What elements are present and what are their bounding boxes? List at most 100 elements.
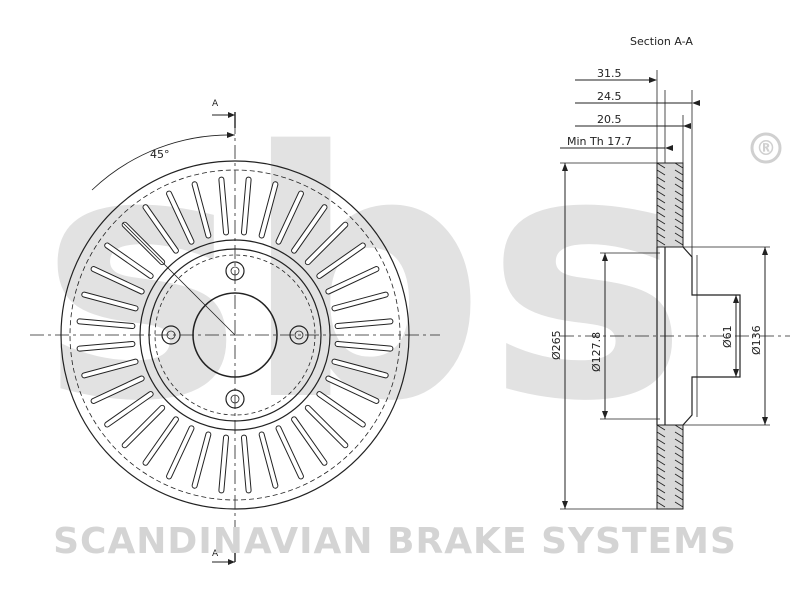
dim-label-min-thickness: Min Th 17.7 xyxy=(567,135,632,148)
section-arrowhead-top xyxy=(228,112,235,118)
hatch-line xyxy=(656,452,684,459)
hatch-line xyxy=(656,204,684,211)
arrowhead-hat-bottom xyxy=(602,411,608,419)
hatch-line xyxy=(656,424,684,431)
vent-slot xyxy=(241,435,251,493)
hatch-line xyxy=(656,487,684,494)
vent-slot xyxy=(91,376,144,403)
vent-slot xyxy=(335,319,393,329)
vent-slot xyxy=(305,222,348,265)
registered-icon xyxy=(750,132,782,164)
arrowhead-bore-top xyxy=(733,295,739,303)
hatch-line xyxy=(656,459,684,466)
section-marker-bottom-label: A xyxy=(212,549,219,559)
angle-ray xyxy=(122,222,236,336)
angle-arc xyxy=(91,134,236,191)
vent-slot xyxy=(167,191,194,244)
vent-slot xyxy=(276,191,303,244)
vent-slot xyxy=(167,426,194,479)
vent-slot xyxy=(317,243,365,278)
front-view xyxy=(30,112,440,565)
hatch-line xyxy=(656,438,684,445)
vent-slot xyxy=(326,376,379,403)
vent-slot xyxy=(105,243,153,278)
vent-slot xyxy=(82,359,138,378)
arrowhead-inner-bottom xyxy=(762,417,768,425)
dim-label-bore-diameter: Ø61 xyxy=(721,325,734,348)
section-arrowhead-bottom xyxy=(228,559,235,565)
vent-slot xyxy=(292,205,327,253)
vent-slot xyxy=(122,405,165,448)
vent-slot xyxy=(219,435,229,493)
dim-label-thickness-disc: 20.5 xyxy=(597,113,622,126)
hatch-line xyxy=(656,473,684,480)
hatch-line xyxy=(656,501,684,508)
arrowhead-31-5 xyxy=(649,77,657,83)
disc-rib-lower xyxy=(656,424,684,510)
vent-slot xyxy=(292,417,327,465)
arrowhead-hat-top xyxy=(602,253,608,261)
vent-slot xyxy=(77,341,135,351)
vent-slot xyxy=(105,392,153,427)
vent-slot xyxy=(259,432,278,488)
angle-label: 45° xyxy=(150,148,170,161)
vent-slot xyxy=(332,292,388,311)
vent-slot xyxy=(276,426,303,479)
dim-label-thickness-hat: 24.5 xyxy=(597,90,622,103)
section-view xyxy=(560,70,790,510)
hatch-line xyxy=(656,211,684,218)
hatch-line xyxy=(656,183,684,190)
hatch-line xyxy=(656,466,684,473)
vent-slot xyxy=(241,177,251,235)
hatch-line xyxy=(656,169,684,176)
hatch-line xyxy=(656,197,684,204)
vent-slot xyxy=(219,177,229,235)
vent-slot xyxy=(192,432,211,488)
vent-slot xyxy=(192,182,211,238)
arrowhead-outer-top xyxy=(562,163,568,171)
vent-slot xyxy=(317,392,365,427)
vent-slot xyxy=(335,341,393,351)
dimension-arrowheads xyxy=(562,77,768,509)
dim-label-inner-diameter: Ø136 xyxy=(750,325,763,355)
hatch-line xyxy=(656,239,684,246)
hatch-line xyxy=(656,162,684,169)
hatch-line xyxy=(656,494,684,501)
vent-slot xyxy=(332,359,388,378)
hatch-line xyxy=(656,431,684,438)
arrowhead-outer-bottom xyxy=(562,501,568,509)
hatch-line xyxy=(656,218,684,225)
vent-slot xyxy=(82,292,138,311)
disc-rib-upper xyxy=(656,162,684,248)
section-hatching xyxy=(656,162,684,508)
arrowhead-20-5 xyxy=(683,123,691,129)
vent-slot xyxy=(143,205,178,253)
brand-name: SCANDINAVIAN BRAKE SYSTEMS xyxy=(53,521,737,562)
arrowhead-bore-bottom xyxy=(733,369,739,377)
section-marker-top-label: A xyxy=(212,99,219,109)
arrowhead-inner-top xyxy=(762,247,768,255)
arrowhead-24-5 xyxy=(692,100,700,106)
hatch-line xyxy=(656,445,684,452)
vent-slot xyxy=(77,319,135,329)
registered-mark: ® xyxy=(756,136,776,160)
vent-slot xyxy=(259,182,278,238)
vent-slots xyxy=(76,176,394,494)
dim-label-thickness-total: 31.5 xyxy=(597,67,622,80)
hatch-line xyxy=(656,225,684,232)
vent-slot xyxy=(305,405,348,448)
vent-slot xyxy=(91,267,144,294)
angle-arrowhead xyxy=(227,132,235,138)
vent-slot xyxy=(326,267,379,294)
bolt-hole-inner xyxy=(294,330,304,340)
hatch-line xyxy=(656,232,684,239)
section-title: Section A-A xyxy=(630,35,693,48)
hatch-line xyxy=(656,190,684,197)
hatch-line xyxy=(656,176,684,183)
dim-label-outer-diameter: Ø265 xyxy=(550,330,563,360)
vent-slot xyxy=(143,417,178,465)
dim-label-hat-diameter: Ø127.8 xyxy=(590,332,603,372)
hatch-line xyxy=(656,480,684,487)
